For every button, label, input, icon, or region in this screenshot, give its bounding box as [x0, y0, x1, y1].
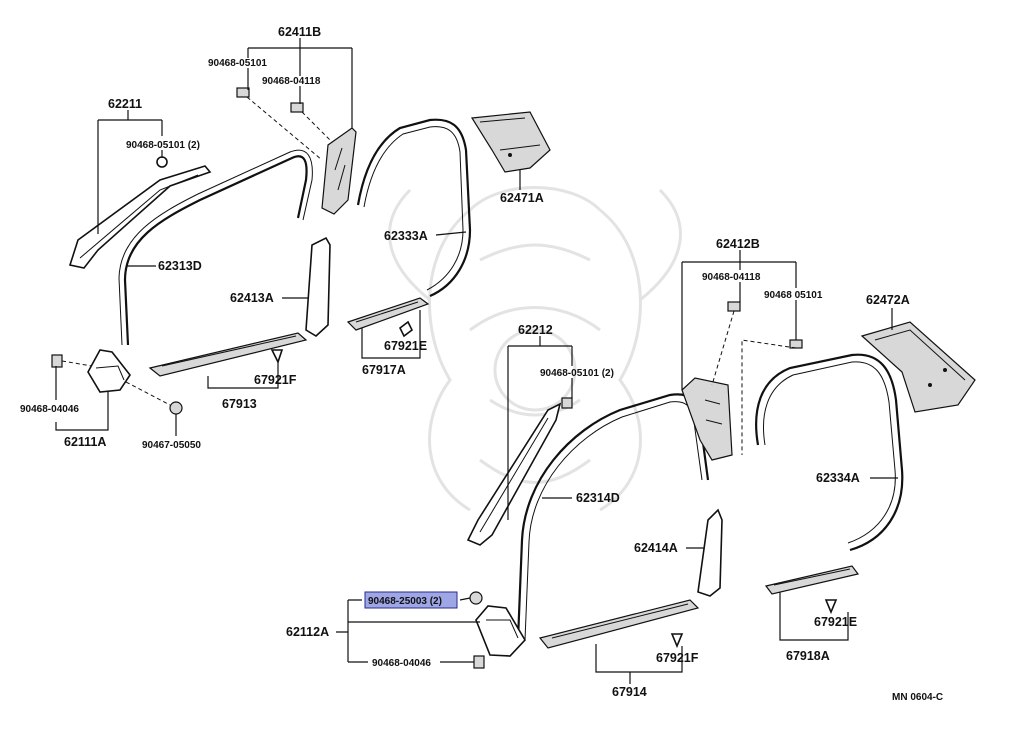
clip-67921E-b: [824, 599, 838, 615]
label-67921E-right[interactable]: 67921E: [814, 615, 857, 629]
part-62414A: [697, 508, 723, 597]
part-67917A: [346, 297, 430, 331]
clip-67921F-b: [670, 633, 684, 649]
part-67913: [148, 332, 308, 377]
label-62472A[interactable]: 62472A: [866, 293, 910, 307]
label-62212[interactable]: 62212: [518, 323, 553, 337]
label-62414A[interactable]: 62414A: [634, 541, 678, 555]
label-67914[interactable]: 67914: [612, 685, 647, 699]
part-62471A: [470, 111, 551, 173]
label-90468-04118-right[interactable]: 90468-04118: [702, 272, 761, 283]
label-67921F-right[interactable]: 67921F: [656, 651, 699, 665]
part-62313D: [123, 155, 308, 346]
part-labels: 62411B 90468-05101 90468-04118 62211 904…: [20, 25, 943, 703]
clip-90468-04118-b: [727, 301, 741, 312]
clip-90468-05101-top: [236, 87, 250, 98]
label-67921F-left[interactable]: 67921F: [254, 373, 297, 387]
label-67921E-left[interactable]: 67921E: [384, 339, 427, 353]
clip-90468-04118-top: [290, 102, 304, 113]
part-62211: [68, 165, 212, 269]
clip-90468-05101-c: [789, 339, 803, 349]
label-62333A[interactable]: 62333A: [384, 229, 428, 243]
part-62333A: [356, 118, 472, 298]
label-62111A[interactable]: 62111A: [64, 435, 106, 449]
part-62472A: [860, 321, 976, 413]
label-90468-04046-right[interactable]: 90468-04046: [372, 658, 431, 669]
label-90468-04118-top[interactable]: 90468-04118: [262, 76, 321, 87]
clip-67921E-a: [398, 320, 414, 338]
label-62413A[interactable]: 62413A: [230, 291, 274, 305]
label-90468-05101-2-left[interactable]: 90468-05101 (2): [126, 140, 200, 151]
label-62211[interactable]: 62211: [108, 97, 142, 111]
label-90468-05101-top[interactable]: 90468-05101: [208, 58, 267, 69]
clip-90468-04046-b: [473, 655, 485, 669]
label-62471A[interactable]: 62471A: [500, 191, 544, 205]
diagram-code: MN 0604-C: [892, 692, 943, 703]
label-62412B[interactable]: 62412B: [716, 237, 760, 251]
clip-90468-05101-b: [561, 397, 573, 409]
clip-67921F-a: [270, 349, 284, 365]
label-90468-05101-2-right[interactable]: 90468-05101 (2): [540, 368, 614, 379]
part-62413A: [305, 236, 331, 337]
part-67918A: [764, 565, 860, 595]
part-62111A: [87, 349, 131, 393]
part-62112A: [475, 605, 526, 657]
label-62411B[interactable]: 62411B: [278, 25, 321, 39]
part-62412B: [681, 377, 733, 461]
watermark-emblem-icon: [388, 186, 682, 512]
label-90468-25003[interactable]: 90468-25003 (2): [368, 596, 442, 607]
label-90468-04046-left[interactable]: 90468-04046: [20, 404, 79, 415]
label-62313D[interactable]: 62313D: [158, 259, 202, 273]
part-62411B: [321, 127, 357, 215]
clip-90468-04046-a: [51, 354, 63, 368]
label-62314D[interactable]: 62314D: [576, 491, 620, 505]
label-67913[interactable]: 67913: [222, 397, 257, 411]
label-90467-05050[interactable]: 90467-05050: [142, 440, 201, 451]
label-62334A[interactable]: 62334A: [816, 471, 860, 485]
label-67917A[interactable]: 67917A: [362, 363, 406, 377]
label-90468-05101-right[interactable]: 90468 05101: [764, 290, 823, 301]
part-67914: [538, 599, 700, 649]
clip-90468-25003: [469, 591, 483, 605]
clip-90468-05101-a: [156, 156, 168, 168]
clip-90467-05050: [169, 401, 183, 415]
label-62112A[interactable]: 62112A: [286, 625, 329, 639]
label-67918A[interactable]: 67918A: [786, 649, 830, 663]
part-62334A: [755, 353, 904, 552]
highlight-90468-25003[interactable]: [364, 591, 458, 609]
